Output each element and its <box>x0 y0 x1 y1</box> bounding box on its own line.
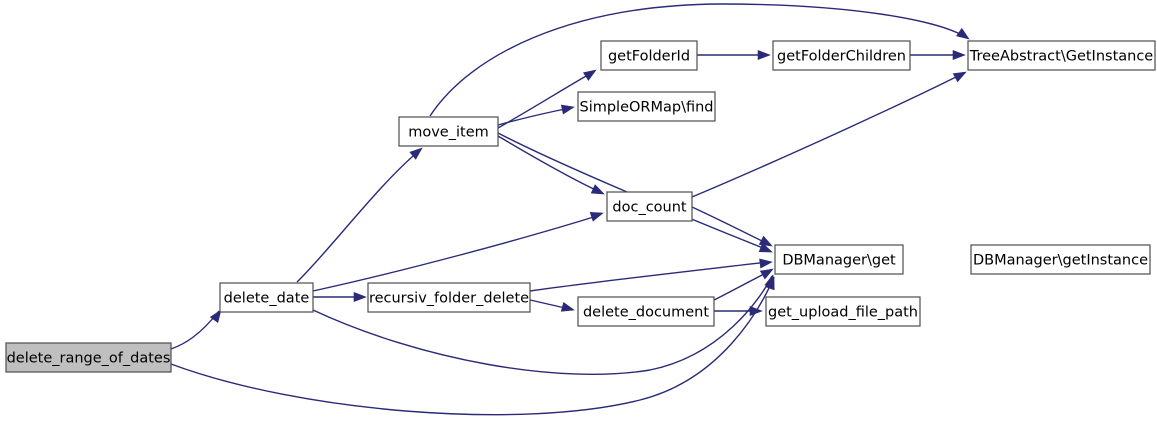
arrowhead-delete_document->DBManager_get <box>759 268 774 280</box>
edge-doc_count-to-DBManager_get <box>691 206 769 245</box>
edge-delete_document-to-DBManager_get <box>713 270 771 301</box>
arrowhead-delete_document->get_upload_file_path <box>749 305 763 317</box>
node-delete_document[interactable]: delete_document <box>577 296 715 327</box>
arrowhead-recursiv_folder_delete->DBManager_get <box>759 258 773 269</box>
node-label-SimpleORMap_find: SimpleORMap\find <box>579 100 713 116</box>
arrowhead-getFolderId->getFolderChildren <box>757 49 771 61</box>
node-getFolderChildren[interactable]: getFolderChildren <box>772 40 911 71</box>
arrowhead-move_item->SimpleORMap_find <box>560 104 575 115</box>
node-box-delete_document[interactable] <box>577 296 715 327</box>
node-SimpleORMap_find[interactable]: SimpleORMap\find <box>577 91 716 122</box>
arrowhead-delete_range_of_dates->delete_date <box>209 309 222 323</box>
node-label-delete_document: delete_document <box>583 305 709 321</box>
arrowhead-move_item->doc_count <box>590 184 605 195</box>
node-label-doc_count: doc_count <box>612 200 687 216</box>
arrowhead-move_item->getFolderId <box>582 69 597 81</box>
arrowhead-doc_count->TreeAbstract_GetInstance <box>952 71 967 83</box>
node-TreeAbstract_GetInstance[interactable]: TreeAbstract\GetInstance <box>967 40 1156 71</box>
arrowhead-move_item->TreeAbstract_GetInstance <box>956 27 970 40</box>
edge-move_item-to-doc_count <box>497 135 601 193</box>
node-DBManager_get[interactable]: DBManager\get <box>774 244 904 275</box>
edge-delete_date-to-move_item <box>296 149 421 283</box>
node-doc_count[interactable]: doc_count <box>606 191 693 222</box>
node-move_item[interactable]: move_item <box>398 116 499 147</box>
node-label-getFolderChildren: getFolderChildren <box>777 49 906 65</box>
arrowhead-delete_date->recursiv_folder_delete <box>353 291 367 303</box>
node-box-getFolderId[interactable] <box>600 40 698 71</box>
edge-recursiv_folder_delete-to-DBManager_get <box>529 261 769 292</box>
arrowhead-delete_date->move_item <box>409 147 423 160</box>
node-get_upload_file_path[interactable]: get_upload_file_path <box>765 296 921 327</box>
arrowheads-layer <box>209 27 970 323</box>
node-box-DBManager_get[interactable] <box>774 244 904 275</box>
node-DBManager_getInstance[interactable]: DBManager\getInstance <box>970 244 1151 275</box>
node-box-get_upload_file_path[interactable] <box>765 296 921 327</box>
node-getFolderId[interactable]: getFolderId <box>600 40 698 71</box>
arrowhead-move_item->DBManager_get <box>758 242 773 253</box>
edge-move_item-to-SimpleORMap_find <box>497 107 571 126</box>
node-label-move_item: move_item <box>408 125 489 141</box>
node-box-recursiv_folder_delete[interactable] <box>367 282 531 313</box>
edge-delete_date-to-doc_count <box>312 214 601 292</box>
node-label-getFolderId: getFolderId <box>608 49 690 65</box>
node-recursiv_folder_delete[interactable]: recursiv_folder_delete <box>367 282 531 313</box>
node-label-DBManager_getInstance: DBManager\getInstance <box>973 253 1148 269</box>
node-label-get_upload_file_path: get_upload_file_path <box>768 305 918 321</box>
edge-move_item-to-TreeAbstract_GetInstance <box>429 3 968 117</box>
node-label-TreeAbstract_GetInstance: TreeAbstract\GetInstance <box>969 49 1154 65</box>
node-box-DBManager_getInstance[interactable] <box>970 244 1151 275</box>
edges-layer <box>170 3 968 416</box>
node-label-delete_date: delete_date <box>224 291 310 307</box>
edge-delete_range_of_dates-to-DBManager_get <box>170 276 775 416</box>
node-box-doc_count[interactable] <box>606 191 693 222</box>
arrowhead-delete_date->doc_count <box>589 212 604 222</box>
node-delete_range_of_dates[interactable]: delete_range_of_dates <box>5 342 172 373</box>
node-box-getFolderChildren[interactable] <box>772 40 911 71</box>
arrowhead-delete_date->DBManager_get <box>764 274 774 289</box>
node-delete_date[interactable]: delete_date <box>219 282 314 313</box>
node-label-DBManager_get: DBManager\get <box>782 253 896 269</box>
node-box-delete_range_of_dates[interactable] <box>5 342 172 373</box>
node-label-recursiv_folder_delete: recursiv_folder_delete <box>369 291 529 307</box>
edge-delete_date-to-DBManager_get <box>312 275 773 375</box>
node-box-move_item[interactable] <box>398 116 499 147</box>
arrowhead-doc_count->DBManager_get <box>758 235 773 247</box>
edge-doc_count-to-TreeAbstract_GetInstance <box>691 73 963 198</box>
arrowhead-recursiv_folder_delete->delete_document <box>560 301 575 312</box>
node-box-delete_date[interactable] <box>219 282 314 313</box>
edge-move_item-to-DBManager_get <box>497 132 769 251</box>
node-box-SimpleORMap_find[interactable] <box>577 91 716 122</box>
node-box-TreeAbstract_GetInstance[interactable] <box>967 40 1156 71</box>
node-label-delete_range_of_dates: delete_range_of_dates <box>7 351 171 367</box>
arrowhead-getFolderChildren->TreeAbstract_GetInstance <box>952 49 966 61</box>
nodes-layer: delete_range_of_dates delete_date recursiv… <box>5 40 1156 373</box>
